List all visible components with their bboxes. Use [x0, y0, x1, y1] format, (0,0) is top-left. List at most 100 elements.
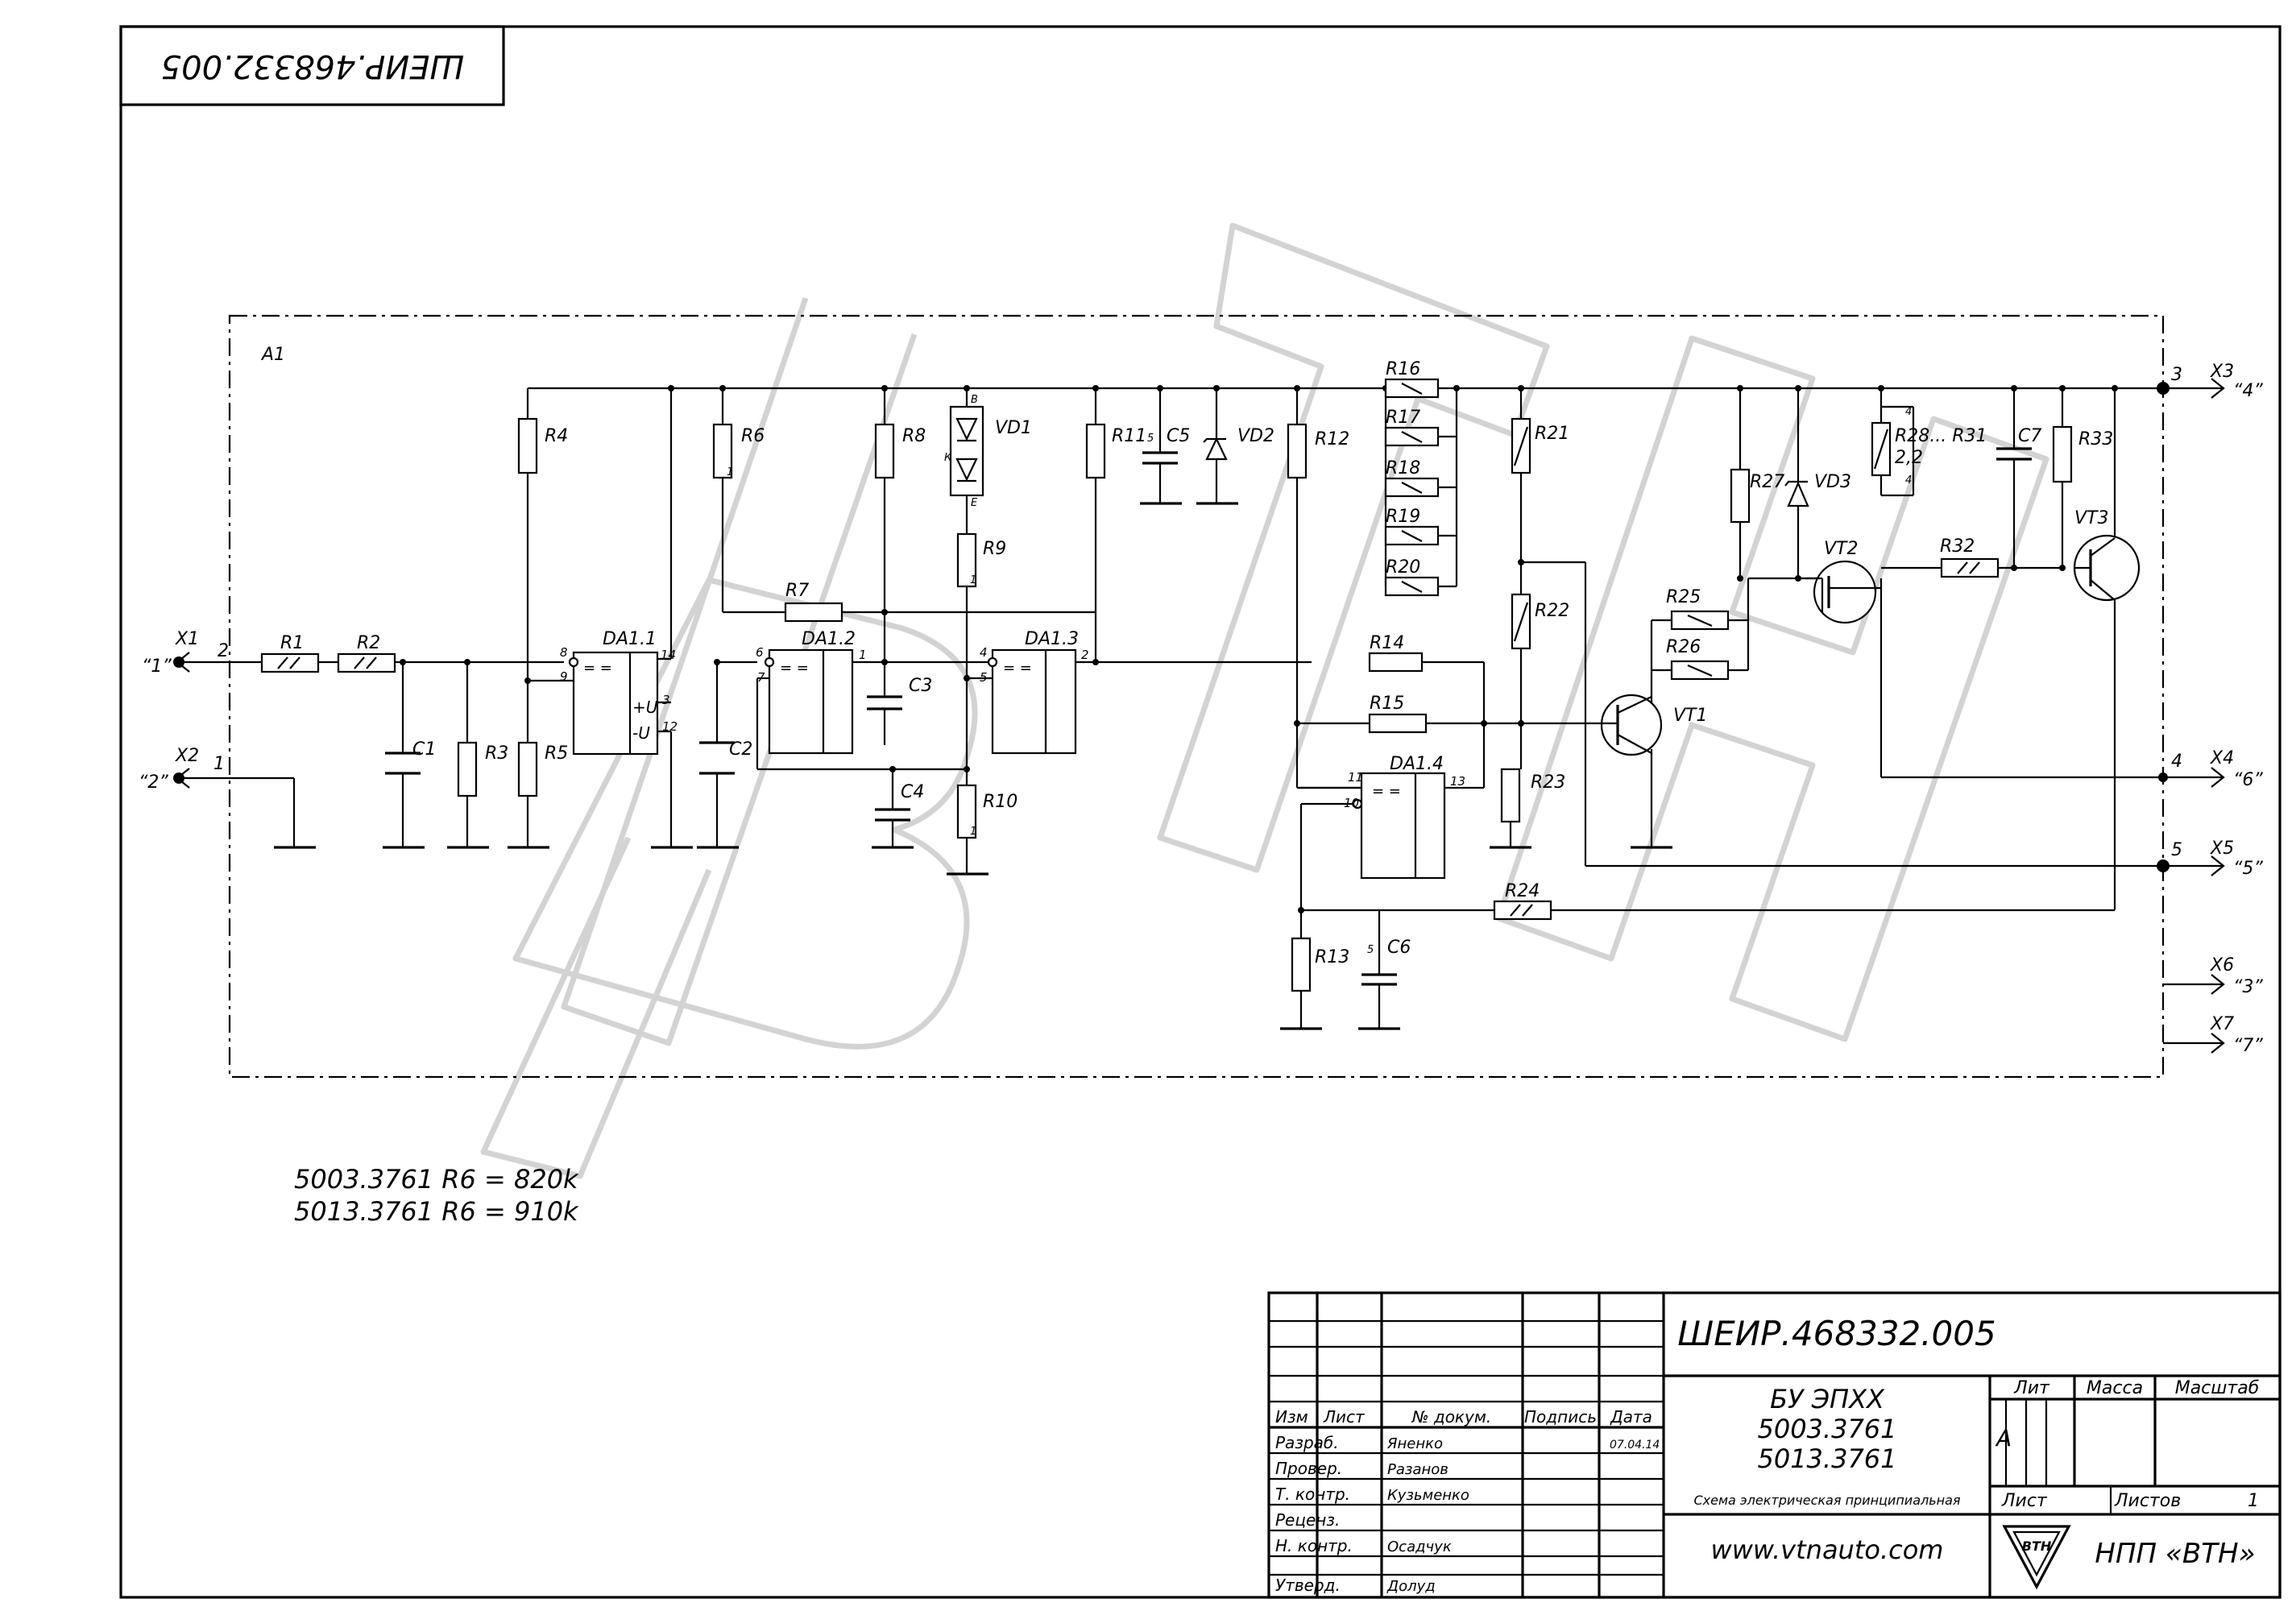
ground-symbols [274, 502, 1672, 1030]
x5-name: X5 [2210, 839, 2234, 859]
label-r12: R12 [1315, 429, 1349, 449]
label-c7: C7 [2018, 426, 2041, 446]
resistor-r21 [1511, 417, 1531, 474]
svg-text:5: 5 [1367, 944, 1374, 956]
x4-signal: “6” [2233, 770, 2263, 790]
label-r13: R13 [1315, 947, 1349, 967]
capacitor-c4 [875, 808, 910, 822]
x3-pin: 3 [2171, 365, 2182, 385]
svg-text:8: 8 [560, 645, 568, 660]
svg-text:1: 1 [727, 466, 733, 478]
drawing-frame [119, 25, 2281, 1599]
resistor-r15 [1368, 713, 1428, 734]
svg-text:4: 4 [1905, 406, 1912, 418]
da12-symbol: = = [780, 660, 809, 677]
x2-pin: 1 [213, 754, 225, 774]
svg-text:11: 11 [1348, 770, 1363, 785]
company-logo: ВТН [2002, 1525, 2071, 1590]
resistor-r26 [1670, 660, 1730, 681]
label-c5: C5 [1167, 426, 1190, 446]
label-r2: R2 [357, 633, 380, 653]
x4-name: X4 [2210, 748, 2234, 768]
capacitor-c2 [699, 741, 735, 775]
svg-text:3: 3 [662, 693, 670, 707]
label-r10: R10 [983, 792, 1017, 812]
x4-pin: 4 [2171, 752, 2182, 772]
label-r11: R11 [1112, 426, 1146, 446]
zener-diode-vd2 [1203, 437, 1228, 461]
label-r27: R27 [1750, 472, 1784, 492]
label-r1: R1 [280, 633, 304, 653]
label-da12: DA1.2 [802, 629, 856, 649]
da11-symbol: = = [583, 660, 612, 677]
svg-text:Реценз.: Реценз. [1275, 1510, 1340, 1530]
svg-text:В: В [971, 394, 978, 406]
stamp-box [119, 25, 505, 106]
opamp-da1-2 [764, 648, 854, 755]
tb-doc-title: Схема электрическая принципиальная [1693, 1493, 1960, 1508]
resistor-r17 [1384, 426, 1440, 447]
label-c4: C4 [901, 782, 924, 802]
transistor-vt2 [1805, 560, 1881, 624]
tb-company: НПП «ВТН» [2095, 1538, 2255, 1570]
resistor-r9 [956, 532, 977, 588]
transistor-vt3 [2073, 534, 2141, 602]
svg-text:5: 5 [980, 670, 988, 685]
diode-assembly-vd1 [949, 405, 984, 497]
opamp-da1-1 [568, 651, 659, 756]
tb-product-3: 5013.3761 [1757, 1443, 1896, 1474]
label-da11: DA1.1 [603, 629, 657, 649]
svg-text:9: 9 [560, 669, 568, 684]
tb-product-1: БУ ЭПХХ [1770, 1384, 1885, 1414]
da11-minus-u: -U [632, 723, 650, 743]
label-r3: R3 [485, 743, 508, 764]
tb-col-list: Лист [1323, 1407, 1366, 1427]
capacitor-c5 [1142, 451, 1178, 465]
tb-doc-code: ШЕИР.468332.005 [1677, 1314, 1996, 1353]
svg-text:5: 5 [1147, 433, 1154, 445]
x3-name: X3 [2210, 362, 2234, 382]
label-r20: R20 [1386, 557, 1420, 578]
da14-symbol: = = [1372, 783, 1401, 800]
tb-lit: Лит [2013, 1378, 2050, 1398]
connector-labels: X1 2 “1” X2 1 “2” X3 3 “4” X4 4 “6” X5 5… [139, 362, 2263, 1056]
label-vt2: VT2 [1824, 539, 1859, 559]
resistor-r32 [1940, 557, 2000, 578]
svg-text:10: 10 [1344, 796, 1359, 810]
capacitor-c3 [867, 695, 902, 710]
label-r7: R7 [785, 581, 809, 601]
resistor-r11 [1085, 423, 1106, 479]
svg-text:1: 1 [859, 648, 867, 662]
resistor-r28-r31 [1871, 421, 1892, 477]
svg-text:К: К [944, 452, 952, 464]
x3-signal: “4” [2233, 381, 2263, 401]
svg-text:1: 1 [970, 826, 976, 838]
tb-sheets: Листов [2114, 1491, 2181, 1511]
resistor-r2 [337, 652, 396, 673]
label-c6: C6 [1387, 938, 1411, 958]
tb-col-docno: № докум. [1411, 1407, 1492, 1427]
pin-numbers: 8 9 14 3 12 6 7 1 4 5 2 11 10 13 В К Е 1… [560, 394, 1912, 956]
label-r25: R25 [1666, 587, 1701, 607]
label-r23: R23 [1531, 772, 1565, 793]
svg-text:Осадчук: Осадчук [1387, 1539, 1452, 1555]
label-vt1: VT1 [1673, 706, 1708, 726]
tb-website: www.vtnauto.com [1711, 1534, 1944, 1565]
x7-name: X7 [2210, 1014, 2234, 1034]
label-r17: R17 [1386, 408, 1420, 428]
x6-signal: “3” [2233, 977, 2263, 997]
resistor-r22 [1511, 593, 1531, 650]
resistor-r3 [457, 741, 478, 797]
label-r28-r31: R28... R31 [1895, 426, 1987, 446]
x6-name: X6 [2210, 955, 2234, 975]
opamp-da1-4 [1352, 772, 1446, 880]
tb-sheets-value: 1 [2248, 1491, 2259, 1511]
label-da13: DA1.3 [1025, 629, 1079, 649]
resistor-r16 [1384, 378, 1440, 399]
label-vd2: VD2 [1237, 426, 1274, 446]
label-vd3: VD3 [1814, 472, 1851, 492]
resistor-r12 [1287, 423, 1308, 479]
label-r33: R33 [2078, 429, 2113, 449]
label-r9: R9 [983, 539, 1006, 559]
